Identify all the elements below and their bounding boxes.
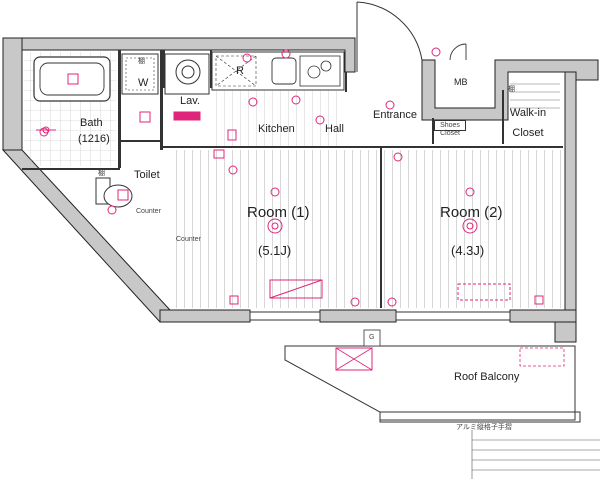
roof-balcony <box>284 329 581 423</box>
meter-box-door <box>449 43 467 61</box>
bath-faucets <box>36 126 56 134</box>
label-room1: Room (1) <box>247 204 310 221</box>
label-walkin-line2: Closet <box>512 127 544 139</box>
washbasin <box>164 53 210 95</box>
label-counter-toilet: Counter <box>136 208 161 215</box>
label-lavatory: Lav. <box>180 95 200 107</box>
exterior-walls <box>1 37 599 343</box>
ac-units <box>269 279 511 301</box>
label-shelf-lav: 棚 <box>138 58 145 65</box>
label-toilet: Toilet <box>134 169 160 181</box>
label-shelf-toilet: 棚 <box>98 170 105 177</box>
label-gas-meter: G <box>369 334 375 341</box>
label-shoes-closet-line2: Closet <box>440 130 460 137</box>
label-room2-area: (4.3J) <box>451 243 485 258</box>
walkin-shelf <box>510 83 560 109</box>
entrance-door <box>356 1 423 72</box>
label-washer: W <box>138 77 149 89</box>
toilet-fixture <box>95 177 133 208</box>
label-kitchen: Kitchen <box>258 123 295 135</box>
label-hall: Hall <box>325 123 344 135</box>
label-roof-balcony: Roof Balcony <box>454 371 520 383</box>
label-railing: アルミ縦格子手摺 <box>456 424 512 431</box>
label-counter-main: Counter <box>176 236 201 243</box>
washer-pan <box>121 53 159 95</box>
stairs <box>471 430 600 479</box>
windows <box>249 311 511 321</box>
label-room1-area: (5.1J) <box>258 243 292 258</box>
label-shelf-walkin: 棚 <box>508 86 515 93</box>
kitchen-floor <box>212 90 344 146</box>
label-meter-box: MB <box>454 77 468 87</box>
label-shoes-closet-line1: Shoes <box>434 120 466 131</box>
label-room2: Room (2) <box>440 204 503 221</box>
label-walkin-line1: Walk-in <box>509 107 547 119</box>
label-bath: Bath <box>80 117 103 129</box>
bathtub <box>33 56 111 102</box>
label-fridge: R <box>236 65 244 77</box>
interior-walls <box>22 50 563 308</box>
label-entrance: Entrance <box>373 109 418 121</box>
room2-floor <box>384 150 562 308</box>
kitchen-counter <box>211 51 345 91</box>
label-bath-size: (1216) <box>78 133 110 145</box>
